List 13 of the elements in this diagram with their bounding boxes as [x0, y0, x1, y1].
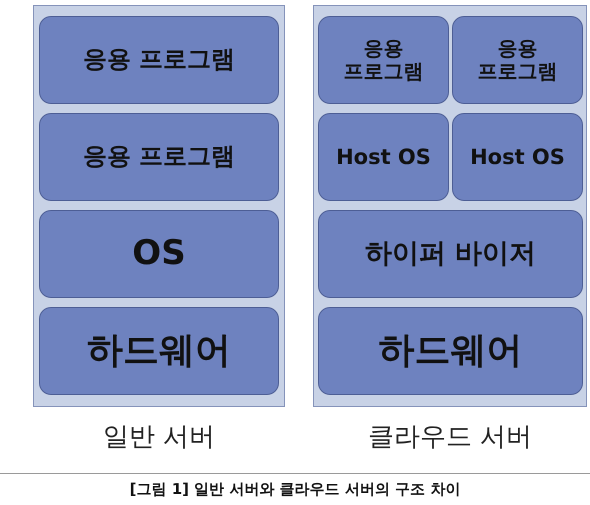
panel-heading: 클라우드 서버 [366, 421, 534, 454]
layer-block: 응용 프로그램 [318, 16, 449, 104]
panel-heading: 일반 서버 [102, 421, 216, 454]
layer-block: Host OS [452, 113, 583, 201]
layer-block: 응용 프로그램 [452, 16, 583, 104]
layer-block: 응용 프로그램 [39, 113, 279, 201]
layer-block: 응용 프로그램 [39, 16, 279, 104]
figure-caption: [그림 1] 일반 서버와 클라우드 서버의 구조 차이 [128, 480, 462, 499]
layer-block: 하드웨어 [318, 307, 583, 395]
layer-block: Host OS [318, 113, 449, 201]
layer-block: 하이퍼 바이저 [318, 210, 583, 298]
layer-block: 하드웨어 [39, 307, 279, 395]
layer-block: OS [39, 210, 279, 298]
